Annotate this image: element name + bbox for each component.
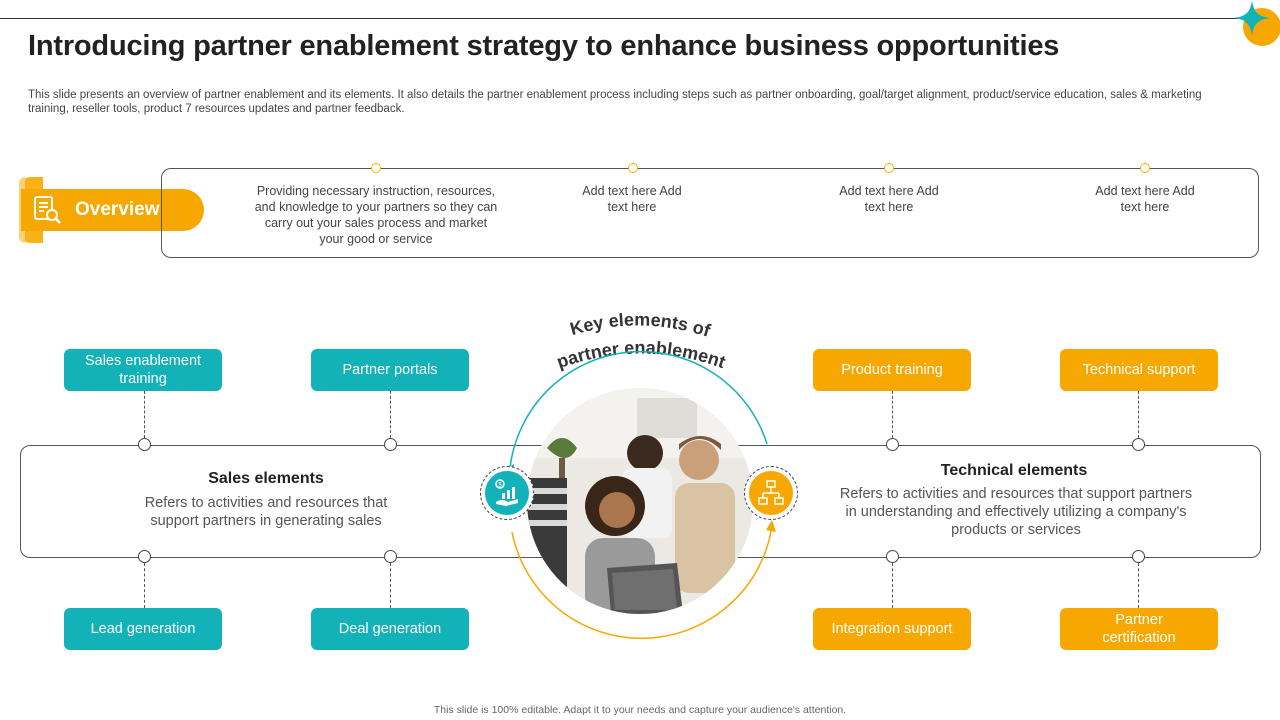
sales-elements-description: Refers to activities and resources that … bbox=[144, 495, 388, 529]
connector-node bbox=[384, 550, 397, 563]
header-divider bbox=[0, 18, 1238, 19]
overview-text: Providing necessary instruction, resourc… bbox=[254, 184, 498, 246]
overview-text: Add text here Add text here bbox=[1020, 183, 1270, 215]
footer-note: This slide is 100% editable. Adapt it to… bbox=[433, 704, 847, 716]
overview-marker bbox=[884, 163, 894, 173]
overview-label: Overview bbox=[75, 199, 160, 220]
overview-marker bbox=[628, 163, 638, 173]
connector-node bbox=[138, 438, 151, 451]
connector bbox=[1138, 391, 1139, 438]
connector-node bbox=[886, 550, 899, 563]
pill-lead-generation: Lead generation bbox=[64, 608, 222, 650]
connector bbox=[390, 563, 391, 608]
sparkle-icon bbox=[1234, 0, 1270, 36]
center-heading-line1: Key elements of bbox=[568, 309, 714, 341]
page-subtitle: This slide presents an overview of partn… bbox=[28, 89, 1202, 115]
connector-node bbox=[384, 438, 397, 451]
connector-node bbox=[1132, 438, 1145, 451]
overview-text-content: Add text here Add text here bbox=[582, 184, 682, 214]
pill-technical-support: Technical support bbox=[1060, 349, 1218, 391]
connector-node bbox=[138, 550, 151, 563]
overview-text-content: Add text here Add text here bbox=[1095, 184, 1195, 214]
overview-text: Add text here Add text here bbox=[764, 183, 1014, 215]
connector-node bbox=[1132, 550, 1145, 563]
overview-tab: Overview bbox=[21, 189, 204, 231]
pill-deal-generation: Deal generation bbox=[311, 608, 469, 650]
connector bbox=[390, 391, 391, 438]
connector bbox=[1138, 563, 1139, 608]
overview-text: Add text here Add text here bbox=[507, 183, 757, 215]
sales-elements-title: Sales elements bbox=[208, 470, 324, 487]
connector bbox=[144, 391, 145, 438]
overview-marker bbox=[371, 163, 381, 173]
overview-marker bbox=[1140, 163, 1150, 173]
pill-partner-certification: Partner certification bbox=[1060, 608, 1218, 650]
money-growth-icon: $ bbox=[495, 479, 518, 506]
svg-text:$: $ bbox=[498, 483, 502, 489]
connector-node bbox=[886, 438, 899, 451]
connector bbox=[892, 391, 893, 438]
sales-icon-badge: $ bbox=[480, 466, 534, 520]
network-devices-icon bbox=[758, 480, 784, 505]
team-photo bbox=[527, 388, 753, 614]
page-title: Introducing partner enablement strategy … bbox=[28, 30, 1060, 62]
overview-box bbox=[161, 168, 1259, 258]
center-graphic: Key elements of partner enablement bbox=[504, 309, 776, 640]
pill-integration-support: Integration support bbox=[813, 608, 971, 650]
pill-product-training: Product training bbox=[813, 349, 971, 391]
pill-partner-portals: Partner portals bbox=[311, 349, 469, 391]
connector bbox=[892, 563, 893, 608]
document-search-icon bbox=[34, 196, 61, 224]
overview-text-content: Add text here Add text here bbox=[839, 184, 939, 214]
technical-elements-description: Refers to activities and resources that … bbox=[839, 486, 1193, 538]
pill-sales-enablement-training: Sales enablement training bbox=[64, 349, 222, 391]
connector bbox=[144, 563, 145, 608]
technical-icon-badge bbox=[744, 466, 798, 520]
technical-elements-title: Technical elements bbox=[940, 462, 1088, 479]
